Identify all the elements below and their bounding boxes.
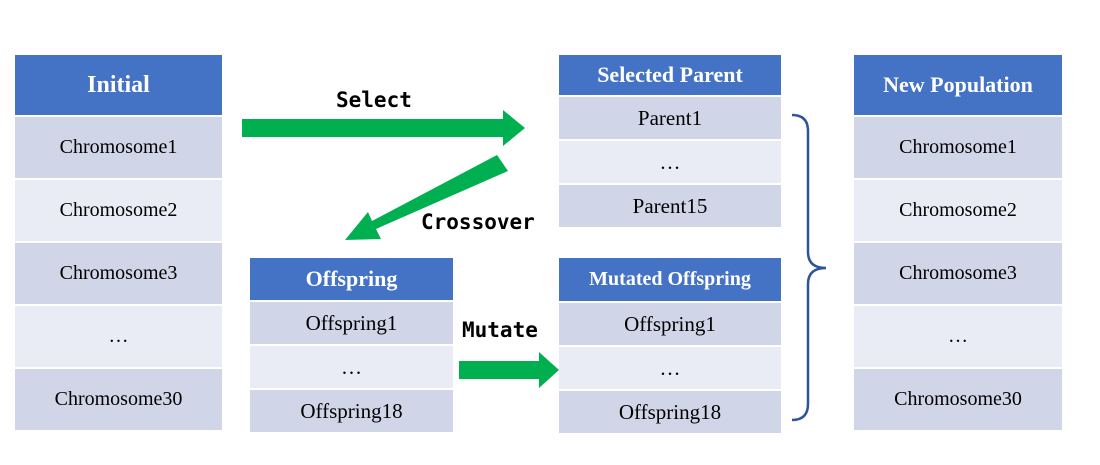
new-population-row: Chromosome30 <box>854 367 1062 430</box>
initial-row: Chromosome30 <box>15 367 222 430</box>
mutated-offspring-row: Offspring18 <box>559 389 781 433</box>
new-population-header: New Population <box>854 55 1062 115</box>
new-population-row: Chromosome3 <box>854 241 1062 304</box>
initial-row: Chromosome2 <box>15 178 222 241</box>
crossover-label: Crossover <box>421 210 535 234</box>
select-label: Select <box>336 88 412 112</box>
mutated-offspring-row: … <box>559 345 781 389</box>
offspring-row: Offspring18 <box>250 388 453 432</box>
mutated-offspring-row: Offspring1 <box>559 301 781 345</box>
new-population-row: Chromosome1 <box>854 115 1062 178</box>
initial-header: Initial <box>15 55 222 115</box>
new-population-row: … <box>854 304 1062 367</box>
initial-row: Chromosome1 <box>15 115 222 178</box>
selected-parent-row: Parent1 <box>559 95 781 139</box>
merge-brace-icon <box>791 113 827 422</box>
offspring-table: Offspring Offspring1 … Offspring18 <box>250 258 453 432</box>
mutate-arrow-icon <box>459 352 559 388</box>
selected-parent-row: … <box>559 139 781 183</box>
select-arrow-icon <box>242 110 525 146</box>
new-population-row: Chromosome2 <box>854 178 1062 241</box>
mutated-offspring-header: Mutated Offspring <box>559 258 781 301</box>
initial-population-table: Initial Chromosome1 Chromosome2 Chromoso… <box>15 55 222 430</box>
selected-parent-header: Selected Parent <box>559 55 781 95</box>
mutate-label: Mutate <box>462 318 538 342</box>
selected-parent-row: Parent15 <box>559 183 781 227</box>
selected-parent-table: Selected Parent Parent1 … Parent15 <box>559 55 781 227</box>
initial-row: … <box>15 304 222 367</box>
offspring-row: Offspring1 <box>250 300 453 344</box>
mutated-offspring-table: Mutated Offspring Offspring1 … Offspring… <box>559 258 781 433</box>
offspring-header: Offspring <box>250 258 453 300</box>
initial-row: Chromosome3 <box>15 241 222 304</box>
offspring-row: … <box>250 344 453 388</box>
new-population-table: New Population Chromosome1 Chromosome2 C… <box>854 55 1062 430</box>
